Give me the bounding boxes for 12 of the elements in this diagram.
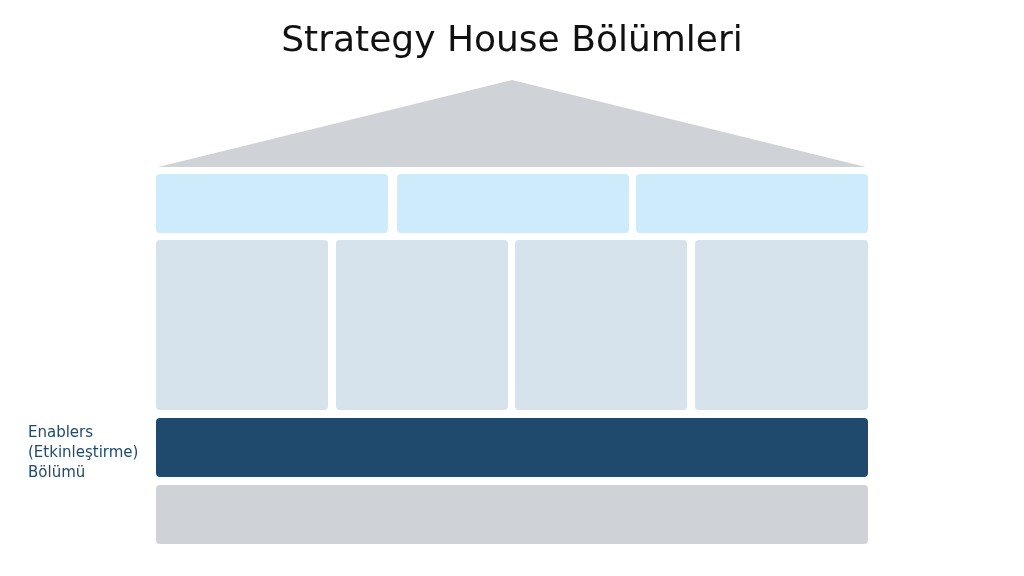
top-panel	[636, 174, 868, 233]
foundation-bar	[156, 485, 868, 544]
pillar-panel	[156, 240, 328, 410]
diagram-title: Strategy House Bölümleri	[280, 18, 744, 59]
pillar-panel	[695, 240, 868, 410]
roof-triangle	[158, 80, 866, 167]
section-label: Enablers (Etkinleştirme) Bölümü	[28, 422, 140, 482]
pillar-panel	[515, 240, 687, 410]
top-panel	[156, 174, 388, 233]
top-panel	[397, 174, 629, 233]
pillar-panel	[336, 240, 508, 410]
enablers-bar	[156, 418, 868, 477]
